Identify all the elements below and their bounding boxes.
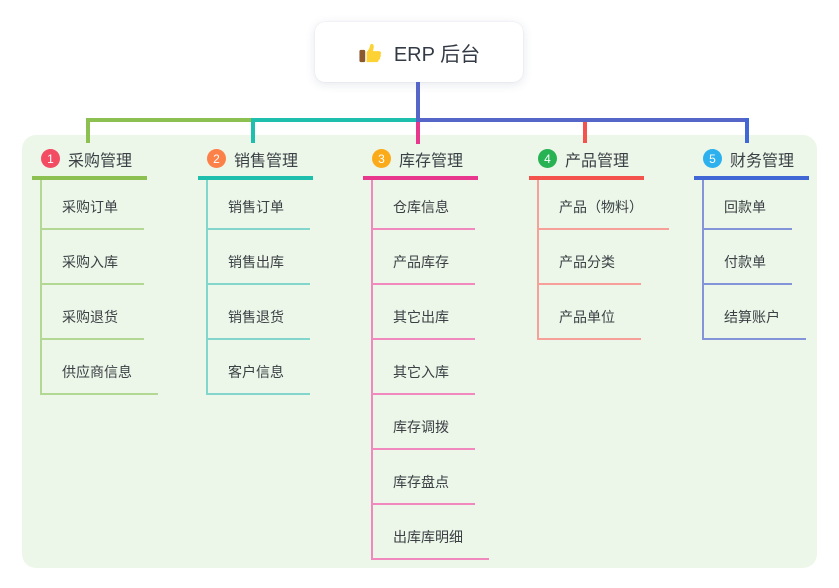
node-other-inbound[interactable]: 其它入库 (373, 340, 489, 395)
node-product-material[interactable]: 产品（物料） (539, 180, 669, 230)
drop-line-finance (745, 118, 749, 143)
node-payment-bill[interactable]: 付款单 (704, 230, 806, 285)
node-product-unit[interactable]: 产品单位 (539, 285, 669, 340)
drop-line-inventory (416, 122, 420, 144)
node-stock-transfer[interactable]: 库存调拨 (373, 395, 489, 450)
root-node-erp[interactable]: ERP 后台 (315, 22, 523, 82)
branch-label: 财务管理 (730, 152, 795, 170)
node-purchase-inbound[interactable]: 采购入库 (42, 230, 158, 285)
branch-label: 库存管理 (399, 152, 464, 170)
branch-title-inventory[interactable]: 3 库存管理 (363, 146, 478, 180)
thumbs-up-icon (358, 39, 384, 65)
branch-children-purchase: 采购订单 采购入库 采购退货 供应商信息 (40, 180, 158, 395)
node-purchase-order[interactable]: 采购订单 (42, 180, 158, 230)
node-receipt-bill[interactable]: 回款单 (704, 180, 806, 230)
node-sales-order[interactable]: 销售订单 (208, 180, 310, 230)
branch-children-inventory: 仓库信息 产品库存 其它出库 其它入库 库存调拨 库存盘点 出库库明细 (371, 180, 489, 560)
drop-line-product (583, 122, 587, 143)
branch-children-sales: 销售订单 销售出库 销售退货 客户信息 (206, 180, 310, 395)
branch-label: 销售管理 (234, 152, 299, 170)
branch-children-finance: 回款单 付款单 结算账户 (702, 180, 806, 340)
node-other-outbound[interactable]: 其它出库 (373, 285, 489, 340)
node-supplier-info[interactable]: 供应商信息 (42, 340, 158, 395)
branch-title-purchase[interactable]: 1 采购管理 (32, 146, 147, 180)
drop-line-purchase (86, 118, 90, 143)
drop-line-sales (251, 118, 255, 143)
branch-title-product[interactable]: 4 产品管理 (529, 146, 644, 180)
branch-children-product: 产品（物料） 产品分类 产品单位 (537, 180, 669, 340)
node-outbound-detail[interactable]: 出库库明细 (373, 505, 489, 560)
root-node-label: ERP 后台 (393, 43, 481, 66)
node-sales-outbound[interactable]: 销售出库 (208, 230, 310, 285)
connector-bus-finance (416, 118, 749, 122)
branches-panel (22, 135, 817, 568)
node-sales-return[interactable]: 销售退货 (208, 285, 310, 340)
badge-4: 4 (538, 149, 557, 168)
branch-title-sales[interactable]: 2 销售管理 (198, 146, 313, 180)
branch-label: 采购管理 (68, 152, 133, 170)
badge-2: 2 (207, 149, 226, 168)
root-connector-line (416, 82, 420, 122)
node-settlement-account[interactable]: 结算账户 (704, 285, 806, 340)
badge-1: 1 (41, 149, 60, 168)
badge-5: 5 (703, 149, 722, 168)
node-warehouse-info[interactable]: 仓库信息 (373, 180, 489, 230)
branch-label: 产品管理 (565, 152, 630, 170)
node-stock-count[interactable]: 库存盘点 (373, 450, 489, 505)
connector-bus-sales (251, 118, 418, 122)
branch-title-finance[interactable]: 5 财务管理 (694, 146, 809, 180)
badge-3: 3 (372, 149, 391, 168)
node-product-category[interactable]: 产品分类 (539, 230, 669, 285)
node-customer-info[interactable]: 客户信息 (208, 340, 310, 395)
connector-bus-purchase (86, 118, 255, 122)
node-product-stock[interactable]: 产品库存 (373, 230, 489, 285)
node-purchase-return[interactable]: 采购退货 (42, 285, 158, 340)
